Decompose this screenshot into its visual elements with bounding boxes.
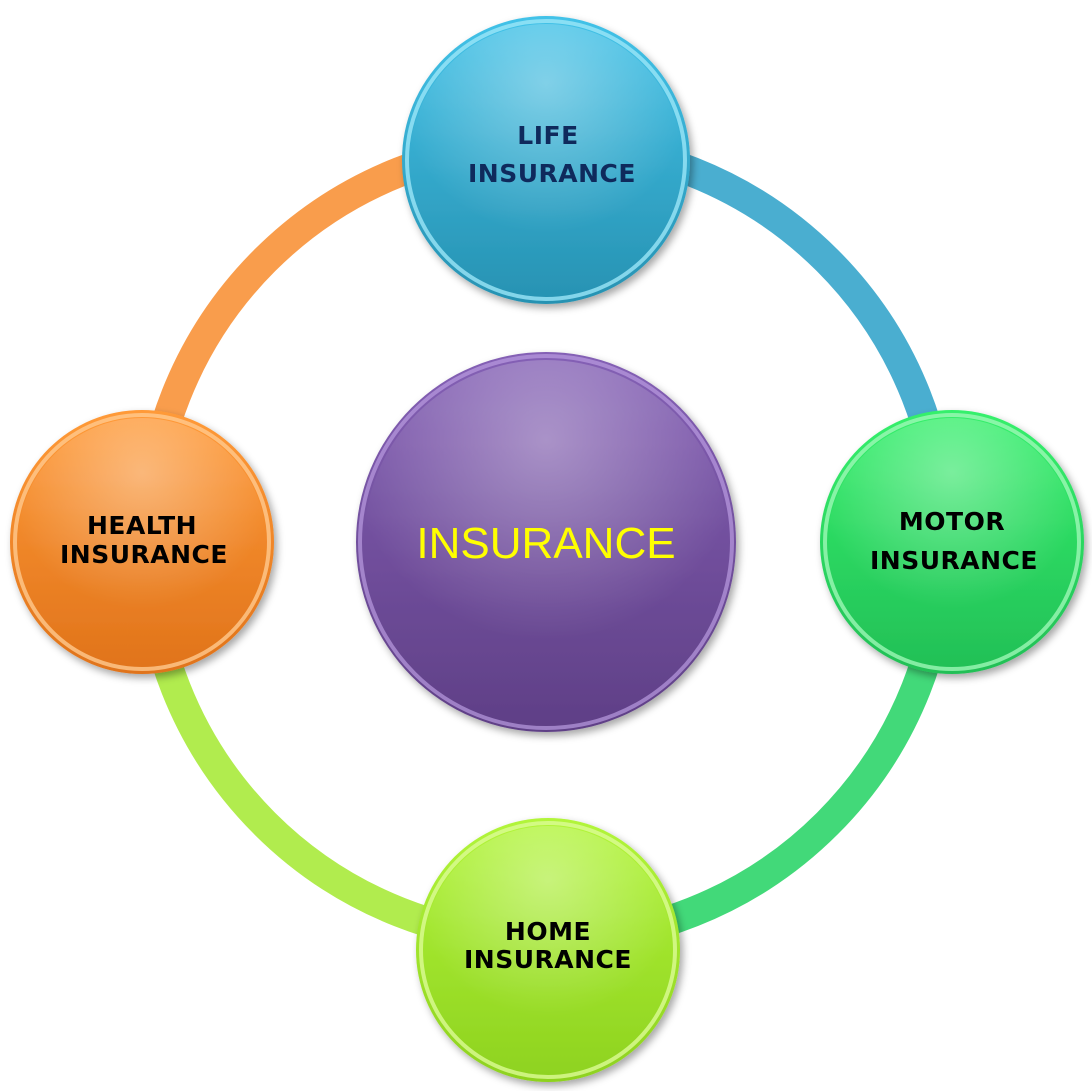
home-label-line1: HOME xyxy=(505,917,591,946)
node-motor-insurance: MOTOR INSURANCE xyxy=(820,410,1084,674)
motor-label-line1: MOTOR xyxy=(899,507,1005,536)
center-circle-shine xyxy=(364,360,728,724)
motor-circle-rim xyxy=(823,413,1081,671)
motor-circle-shine xyxy=(828,418,1076,666)
motor-label-line2: INSURANCE xyxy=(870,546,1038,575)
health-label-line2: INSURANCE xyxy=(60,540,228,569)
node-life-insurance: LIFE INSURANCE xyxy=(402,16,690,304)
health-circle-rim xyxy=(13,413,271,671)
health-circle-shine xyxy=(18,418,266,666)
life-circle-rim xyxy=(405,19,687,301)
home-circle-rim xyxy=(419,821,677,1079)
node-home-insurance: HOME INSURANCE xyxy=(416,818,680,1082)
life-label-line2: INSURANCE xyxy=(468,159,636,188)
center-node: INSURANCE xyxy=(356,352,736,732)
node-health-insurance: HEALTH INSURANCE xyxy=(10,410,274,674)
center-circle-rim xyxy=(358,354,734,730)
health-label-line1: HEALTH xyxy=(87,511,197,540)
center-label: INSURANCE xyxy=(416,519,675,568)
life-circle-shine xyxy=(410,24,682,296)
home-circle-shine xyxy=(424,826,672,1074)
life-label-line1: LIFE xyxy=(517,121,578,150)
home-label-line2: INSURANCE xyxy=(464,945,632,974)
